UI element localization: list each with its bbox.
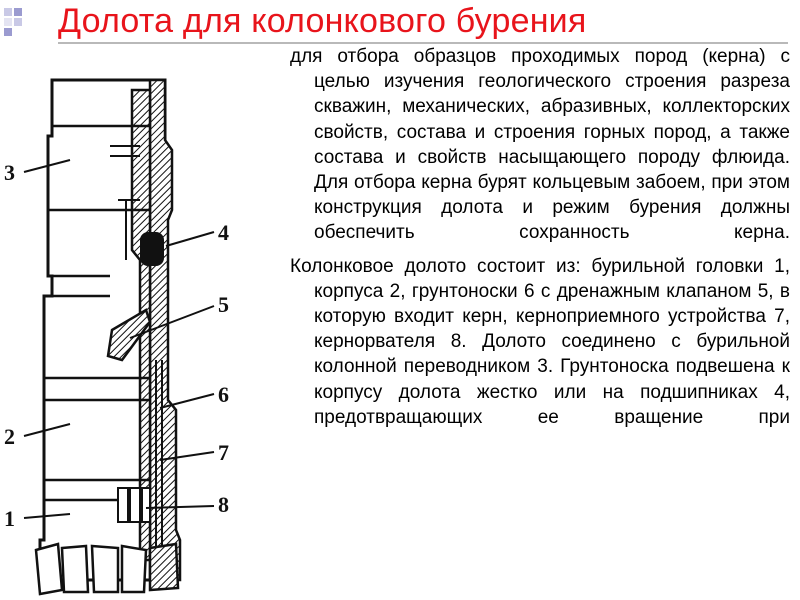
paragraph-construction: Колонковое долото состоит из: бурильной … (290, 255, 790, 428)
bit-head-cutters (34, 542, 180, 596)
decor-square (4, 8, 12, 16)
label-7: 7 (218, 440, 229, 465)
decor-square (14, 8, 22, 16)
diagram-labels: 3 4 5 6 2 7 8 1 (4, 160, 229, 531)
decor-square (4, 18, 12, 26)
label-2: 2 (4, 424, 15, 449)
core-bit-diagram: 3 4 5 6 2 7 8 1 (4, 78, 229, 596)
body-segment-lines (44, 124, 150, 502)
label-6: 6 (218, 382, 229, 407)
label-leader-lines (23, 159, 215, 519)
label-8: 8 (218, 492, 229, 517)
bearing-block (140, 232, 164, 266)
slide-title: Долота для колонкового бурения (58, 2, 587, 40)
drain-valve (106, 308, 152, 362)
label-4: 4 (218, 220, 229, 245)
corner-decoration (0, 0, 30, 60)
title-divider (58, 42, 788, 44)
slide-body-text: для отбора образцов проходимых пород (ке… (290, 44, 790, 430)
label-1: 1 (4, 506, 15, 531)
decor-square (14, 18, 22, 26)
label-5: 5 (218, 292, 229, 317)
label-3: 3 (4, 160, 15, 185)
decor-square (4, 28, 12, 36)
paragraph-purpose: для отбора образцов проходимых пород (ке… (290, 46, 790, 244)
core-catcher (117, 487, 151, 523)
